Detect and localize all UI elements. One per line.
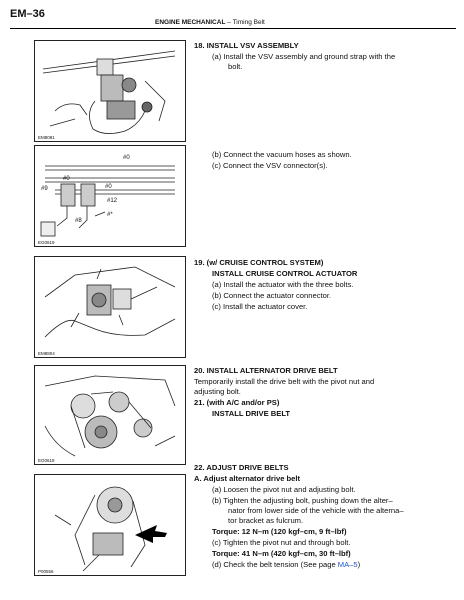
figure-vsv-assembly: EM8081	[34, 40, 186, 142]
figure-vacuum-hoses: #0 #9 #0 #0 #12 #8 #* EG0619	[34, 145, 186, 247]
header-rule	[10, 28, 456, 29]
step-22a: (a) Loosen the pivot nut and adjusting b…	[212, 485, 356, 494]
hose-label: #9	[41, 186, 48, 192]
torque-spec-2: Torque: 41 N–m (420 kgf–cm, 30 ft–lbf)	[212, 549, 351, 558]
step-22-subtitle: A. Adjust alternator drive belt	[194, 474, 301, 483]
step-18a-line2: bolt.	[228, 62, 243, 71]
header-section: ENGINE MECHANICAL	[155, 19, 226, 26]
step-20-body-line2: adjusting bolt.	[194, 387, 241, 396]
step-19b: (b) Connect the actuator connector.	[212, 291, 332, 300]
page-number: EM–36	[10, 8, 45, 20]
hose-label: #12	[107, 198, 118, 204]
running-header: ENGINE MECHANICAL – Timing Belt	[155, 19, 265, 26]
figure-code: EM8081	[37, 135, 56, 140]
step-22d-close: )	[357, 560, 361, 569]
figure-cruise-actuator: EM8804	[34, 256, 186, 358]
figure-code: P00556	[37, 569, 55, 574]
step-21-title: 21. (with A/C and/or PS)	[194, 398, 280, 407]
alternator-bolt-icon	[54, 486, 167, 572]
step-19c: (c) Install the actuator cover.	[212, 302, 308, 311]
hose-label: #0	[105, 184, 112, 190]
step-19-title: 19. (w/ CRUISE CONTROL SYSTEM)	[194, 258, 324, 267]
figure-code: EM8804	[37, 351, 56, 356]
step-18b: (b) Connect the vacuum hoses as shown.	[212, 150, 352, 159]
step-22-title: 22. ADJUST DRIVE BELTS	[194, 463, 289, 472]
vacuum-hose-icon: #0 #9 #0 #0 #12 #8 #*	[40, 155, 175, 237]
step-22b-line2: nator from lower side of the vehicle wit…	[228, 506, 404, 515]
step-18a-line1: (a) Install the VSV assembly and ground …	[212, 52, 396, 61]
step-22d: (d) Check the belt tension (See page MA–…	[212, 560, 360, 570]
step-21-subtitle: INSTALL DRIVE BELT	[212, 409, 291, 418]
step-22c: (c) Tighten the pivot nut and through bo…	[212, 538, 351, 547]
step-22b-line3: tor bracket as fulcrum.	[228, 516, 304, 525]
header-topic: Timing Belt	[232, 19, 265, 26]
step-22b-line1: (b) Tighten the adjusting bolt, pushing …	[212, 496, 393, 505]
step-19a: (a) Install the actuator with the three …	[212, 280, 354, 289]
step-20-body-line1: Temporarily install the drive belt with …	[194, 377, 375, 386]
drive-belt-icon	[44, 375, 176, 457]
figure-alternator-adjust: P00556	[34, 474, 186, 576]
step-18c: (c) Connect the VSV connector(s).	[212, 161, 328, 170]
step-22d-text: (d) Check the belt tension (See page	[212, 560, 338, 569]
step-19-subtitle: INSTALL CRUISE CONTROL ACTUATOR	[212, 269, 358, 278]
torque-spec-1: Torque: 12 N–m (120 kgf–cm, 9 ft–lbf)	[212, 527, 347, 536]
hose-label: #0	[123, 155, 130, 161]
hose-label: #8	[75, 218, 82, 224]
vsv-assembly-icon	[42, 50, 176, 134]
page-ref-link[interactable]: MA–5	[337, 560, 358, 569]
figure-code: EG0618	[37, 458, 56, 463]
cruise-actuator-icon	[44, 266, 176, 338]
step-18-title: 18. INSTALL VSV ASSEMBLY	[194, 41, 299, 50]
hose-label: #*	[107, 212, 113, 218]
header-dash: –	[227, 19, 231, 26]
figure-code: EG0619	[37, 240, 56, 245]
step-20-title: 20. INSTALL ALTERNATOR DRIVE BELT	[194, 366, 338, 375]
hose-label: #0	[63, 176, 70, 182]
figure-drive-belt: EG0618	[34, 365, 186, 465]
